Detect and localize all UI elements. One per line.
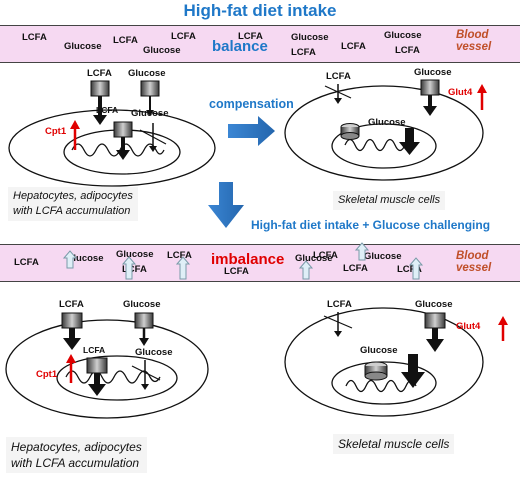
band-item: Glucose bbox=[364, 251, 402, 262]
band-item: LCFA bbox=[113, 35, 138, 46]
band-item: Glucose bbox=[295, 253, 333, 264]
band-item: LCFA bbox=[291, 47, 316, 58]
lcfa-transporter bbox=[61, 312, 83, 329]
band-item: LCFA bbox=[238, 31, 263, 42]
mitochondrion bbox=[331, 361, 437, 405]
band-item: LCFA bbox=[167, 250, 192, 261]
blood-vessel-label: Blood vessel bbox=[456, 29, 492, 54]
band-item: LCFA bbox=[171, 31, 196, 42]
caption-line: Hepatocytes, adipocytes bbox=[13, 190, 133, 202]
blood-vessel-band-top bbox=[0, 25, 520, 63]
glut4-transporter bbox=[420, 79, 440, 96]
band-item: LCFA bbox=[122, 264, 147, 275]
glut4-label: Glut4 bbox=[448, 87, 473, 98]
skeletal-muscle-cell bbox=[284, 85, 484, 181]
inner-glucose-label: Glucose bbox=[360, 345, 398, 356]
mitochondrion bbox=[331, 123, 437, 169]
inner-lcfa-label: LCFA bbox=[96, 105, 119, 115]
caption-line: Hepatocytes, adipocytes bbox=[11, 440, 142, 454]
lcfa-label: LCFA bbox=[326, 71, 351, 82]
compensation-label: compensation bbox=[209, 97, 294, 111]
band-item: LCFA bbox=[14, 257, 39, 268]
band-item: LCFA bbox=[22, 32, 47, 43]
band-item: LCFA bbox=[397, 264, 422, 275]
glucose-transporter bbox=[140, 80, 160, 97]
hepatocyte-cell bbox=[8, 109, 216, 187]
band-item: LCFA bbox=[343, 263, 368, 274]
glucose-label: Glucose bbox=[128, 68, 166, 79]
lcfa-label: LCFA bbox=[327, 299, 352, 310]
caption-skeletal-muscle: Skeletal muscle cells bbox=[333, 191, 446, 210]
caption-line: with LCFA accumulation bbox=[13, 204, 131, 217]
inner-lcfa-transporter bbox=[86, 357, 108, 374]
band-item: Glucose bbox=[116, 249, 154, 260]
inner-lcfa-transporter bbox=[113, 121, 133, 138]
challenge-label: High-fat diet intake + Glucose challengi… bbox=[251, 218, 491, 232]
band-item: LCFA bbox=[224, 266, 249, 277]
glut4-label: Glut4 bbox=[456, 321, 481, 332]
lcfa-transporter bbox=[90, 80, 110, 97]
cristae bbox=[65, 370, 161, 384]
lcfa-label: LCFA bbox=[87, 68, 112, 79]
band-item: Glucose bbox=[384, 30, 422, 41]
glucose-label: Glucose bbox=[123, 299, 161, 310]
glut4-transporter bbox=[424, 312, 446, 329]
mitochondrion bbox=[56, 355, 178, 401]
inner-glucose-label: Glucose bbox=[368, 117, 406, 128]
glucose-transporter bbox=[134, 312, 154, 329]
blood-vessel-label: Blood vessel bbox=[456, 250, 492, 275]
inner-glucose-label: Glucose bbox=[131, 108, 169, 119]
imbalance-label: imbalance bbox=[211, 251, 285, 268]
caption-line: with LCFA accumulation bbox=[11, 456, 140, 471]
lcfa-label: LCFA bbox=[59, 299, 84, 310]
band-item: Glucose bbox=[291, 32, 329, 43]
caption-hepatocytes: Hepatocytes, adipocytes with LCFA accumu… bbox=[6, 437, 147, 474]
band-item: Glucose bbox=[143, 45, 181, 56]
challenge-down-arrow bbox=[208, 182, 244, 228]
band-item: Glucose bbox=[66, 253, 104, 264]
glucose-label: Glucose bbox=[414, 67, 452, 78]
up-arrow-icon bbox=[62, 242, 424, 280]
compensation-arrow bbox=[228, 116, 275, 146]
caption-hepatocytes: Hepatocytes, adipocytes with LCFA accumu… bbox=[8, 187, 138, 221]
cpt1-label: Cpt1 bbox=[36, 369, 58, 380]
blood-vessel-band-bottom bbox=[0, 244, 520, 282]
band-item: LCFA bbox=[395, 45, 420, 56]
diagram-title: High-fat diet intake bbox=[183, 1, 337, 20]
inner-glucose-label: Glucose bbox=[135, 347, 173, 358]
skeletal-muscle-cell bbox=[284, 307, 484, 417]
cristae bbox=[345, 379, 417, 393]
glucose-label: Glucose bbox=[415, 299, 453, 310]
inner-lcfa-label: LCFA bbox=[83, 345, 106, 355]
band-item: Glucose bbox=[64, 41, 102, 52]
hepatocyte-cell bbox=[5, 319, 209, 419]
band-item: LCFA bbox=[313, 250, 338, 261]
balance-label: balance bbox=[212, 38, 268, 55]
cpt1-label: Cpt1 bbox=[45, 126, 67, 137]
caption-skeletal-muscle: Skeletal muscle cells bbox=[333, 434, 455, 455]
band-item: LCFA bbox=[341, 41, 366, 52]
